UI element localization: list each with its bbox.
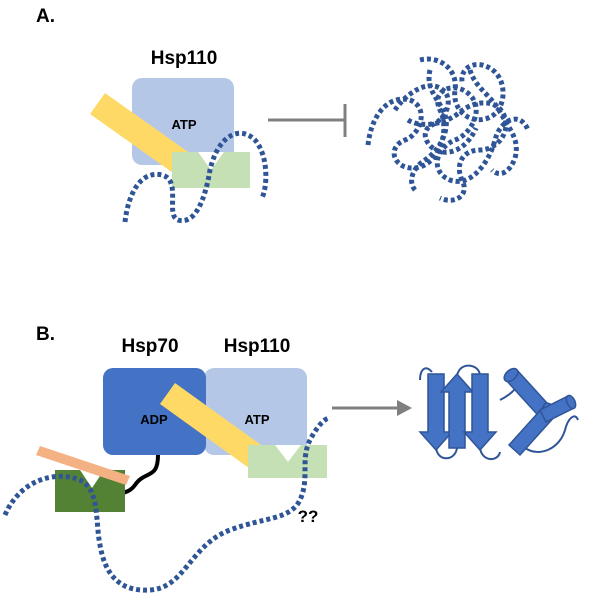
panel-b-hsp110-sbd-cleft — [275, 445, 301, 462]
panel-a-aggregate — [365, 56, 531, 203]
panel-b: B. Hsp70 Hsp110 ADP ATP ?? — [2, 324, 579, 593]
panel-b-substrate-chain — [2, 415, 331, 593]
panel-b-folded-protein — [418, 364, 579, 460]
panel-b-hsp70-lid — [36, 446, 130, 485]
panel-a-substrate-chain — [122, 130, 269, 224]
panel-b-arrow-head — [397, 400, 412, 416]
panel-b-label: B. — [36, 324, 55, 345]
panel-b-hsp110-title: Hsp110 — [224, 336, 291, 357]
panel-a-sbd-cleft — [198, 152, 224, 170]
panel-b-hsp70-nucleotide: ADP — [140, 412, 168, 427]
panel-a-hsp110-title: Hsp110 — [151, 48, 218, 69]
panel-b-question-marks: ?? — [298, 507, 319, 526]
panel-a-hsp110-nucleotide: ATP — [171, 117, 196, 132]
panel-a: A. Hsp110 ATP — [36, 6, 531, 224]
panel-a-label: A. — [36, 6, 55, 27]
panel-b-hsp110-nucleotide: ATP — [244, 412, 269, 427]
panel-b-hsp70-title: Hsp70 — [121, 336, 178, 357]
panel-b-hsp110-lid — [160, 383, 275, 476]
